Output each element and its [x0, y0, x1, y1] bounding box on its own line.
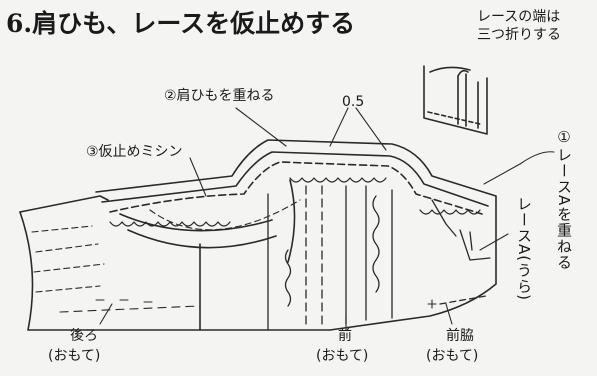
side-front-side-label: (おもて)	[426, 348, 479, 364]
fold-inset	[423, 65, 488, 135]
section-number: 6.	[6, 9, 33, 38]
shoulder-straps	[119, 179, 301, 263]
fold-note-line2: 三つ折りする	[477, 27, 561, 43]
section-title-text: 肩ひも、レースを仮止めする	[32, 9, 356, 38]
fold-note-line1: レースの端は	[477, 9, 561, 25]
leader-lines	[99, 107, 555, 331]
back-label: 後ろ	[70, 328, 98, 344]
fold-note: レースの端は 三つ折りする	[477, 8, 561, 44]
measure-label: 0.5	[342, 94, 365, 110]
section-title: 6.肩ひも、レースを仮止めする	[6, 4, 355, 40]
neck-outline	[95, 139, 497, 331]
step3-label: ③仮止めミシン	[86, 144, 183, 160]
front-panel	[267, 185, 393, 331]
step2-label: ②肩ひもを重ねる	[164, 88, 275, 104]
side-front-label: 前脇	[446, 328, 474, 344]
basting-line	[109, 161, 483, 215]
side-front-piece	[431, 199, 491, 305]
lace-back-label: レースA(うら)	[515, 196, 533, 301]
front-side-label: (おもて)	[316, 348, 369, 364]
back-piece	[19, 195, 201, 331]
front-label: 前	[338, 328, 352, 344]
back-side-label: (おもて)	[48, 348, 101, 364]
step1-label: ①レースAを重ねる	[555, 128, 573, 271]
